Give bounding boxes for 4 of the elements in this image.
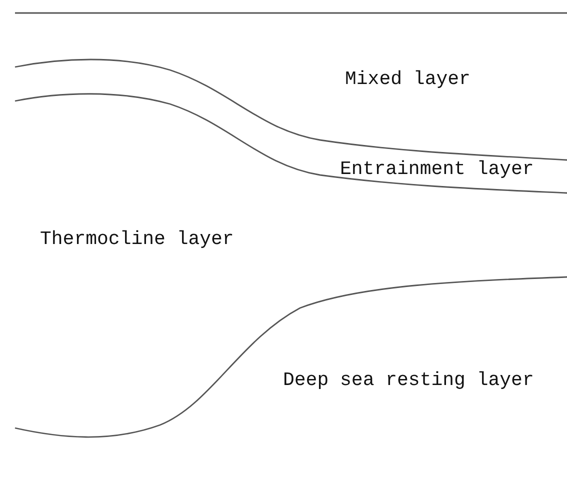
layer-label: Mixed layer [345, 70, 470, 89]
layer-label: Thermocline layer [40, 230, 234, 249]
layer-label: Entrainment layer [340, 160, 534, 179]
layer-label: Deep sea resting layer [283, 371, 534, 390]
